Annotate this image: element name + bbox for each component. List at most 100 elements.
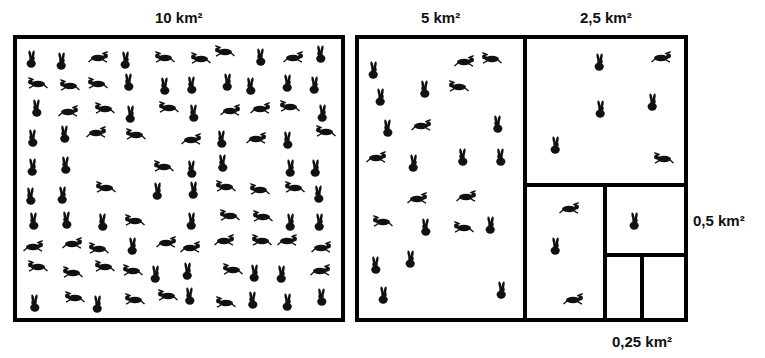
rabbit-icon — [316, 45, 325, 62]
rabbit-icon — [251, 102, 271, 113]
rabbit-icon — [448, 80, 468, 91]
rabbit-icon — [496, 148, 505, 165]
rabbit-icon — [246, 77, 255, 94]
rabbit-icon — [596, 100, 605, 117]
rabbit-icon — [286, 213, 295, 230]
rabbit-icon — [367, 151, 387, 162]
rabbit-icon — [217, 130, 226, 147]
rabbit-icon — [124, 293, 144, 304]
rabbit-icon — [315, 213, 324, 230]
rabbit-icon — [283, 293, 292, 310]
rabbit-icon — [315, 125, 335, 136]
rabbit-icon — [314, 185, 323, 202]
outer-square — [357, 37, 686, 320]
rabbit-icon — [551, 237, 560, 254]
rabbit-icon — [455, 55, 475, 66]
rabbit-icon — [27, 260, 47, 271]
rabbit-icon — [124, 73, 133, 90]
rabbit-icon — [153, 160, 173, 171]
rabbit-icon — [311, 264, 331, 275]
rabbit-icon — [222, 263, 242, 274]
rabbit-icon — [215, 234, 235, 245]
rabbit-icon — [486, 216, 495, 233]
rabbit-icon — [94, 102, 114, 113]
rabbit-icon — [379, 286, 388, 303]
rabbit-icon — [277, 265, 286, 282]
rabbit-icon — [32, 99, 41, 116]
rabbit-icon — [652, 51, 672, 62]
rabbit-icon — [121, 51, 130, 68]
rabbit-icon — [283, 74, 292, 91]
rabbit-icon — [311, 159, 320, 176]
rabbit-icon — [60, 125, 69, 142]
area-square: 5 km² — [355, 35, 527, 322]
rabbit-icon — [190, 52, 210, 63]
area-label: 2,5 km² — [580, 10, 632, 25]
rabbit-icon — [95, 181, 115, 192]
rabbit-icon — [189, 181, 198, 198]
area-grid — [357, 35, 688, 322]
rabbit-icon — [87, 77, 107, 88]
rabbit-icon — [189, 104, 198, 121]
rabbit-icon — [420, 80, 429, 97]
rabbit-icon — [62, 211, 71, 228]
rabbit-icon — [251, 234, 271, 245]
rabbit-icon — [630, 212, 639, 229]
rabbit-icon — [458, 148, 467, 165]
rabbit-icon — [59, 105, 79, 116]
area-square: 0,5 km² — [603, 183, 688, 257]
rabbit-icon — [160, 77, 169, 94]
area-square: 10 km² — [13, 35, 345, 322]
rabbit-icon — [250, 264, 259, 281]
rabbit-icon — [89, 51, 109, 62]
rabbit-icon — [219, 209, 239, 220]
rabbit-icon — [369, 61, 378, 78]
rabbit-icon — [457, 190, 477, 201]
rabbit-icon — [376, 88, 385, 105]
rabbit-icon — [421, 218, 430, 235]
rabbit-icon — [214, 45, 234, 56]
rabbit-icon — [595, 53, 604, 70]
rabbit-icon — [98, 213, 107, 230]
rabbit-icon — [64, 291, 84, 302]
rabbit-icon — [151, 265, 160, 282]
rabbit-icon — [94, 260, 114, 271]
rabbit-icon — [249, 183, 269, 194]
rabbit-icon — [383, 119, 392, 136]
rabbit-icon — [371, 256, 380, 273]
rabbit-icon — [28, 158, 37, 175]
rabbit-icon — [286, 159, 295, 176]
rabbit-icon — [187, 160, 196, 177]
rabbit-icon — [560, 202, 580, 213]
area-label: 0,5 km² — [693, 213, 745, 228]
rabbit-icon — [372, 215, 392, 226]
area-square: 2,5 km² — [523, 35, 688, 187]
rabbit-icon — [248, 291, 257, 308]
rabbit-icon — [58, 186, 67, 203]
rabbit-icon — [24, 240, 44, 251]
rabbit-icon — [185, 287, 194, 304]
area-label: 10 km² — [155, 10, 203, 25]
rabbit-icon — [61, 156, 70, 173]
rabbit-icon — [154, 51, 174, 62]
rabbit-icon — [59, 79, 79, 90]
rabbit-icon — [406, 250, 415, 267]
rabbit-icon — [310, 76, 319, 93]
rabbit-icon — [493, 115, 502, 132]
rabbit-icon — [221, 104, 241, 115]
rabbit-icon — [278, 234, 298, 245]
rabbit-icon — [284, 51, 304, 62]
rabbit-icon — [88, 242, 108, 253]
rabbit-icon — [157, 236, 177, 247]
rabbit-icon — [28, 129, 37, 146]
divider-line — [640, 255, 644, 322]
rabbit-icon — [653, 152, 673, 163]
rabbit-icon — [29, 212, 38, 229]
rabbit-icon — [215, 180, 235, 191]
rabbit-icon — [62, 266, 82, 277]
rabbit-icon — [182, 133, 202, 144]
rabbit-icon — [30, 294, 39, 311]
rabbit-icon — [157, 289, 177, 300]
rabbit-icon — [187, 212, 196, 229]
rabbit-icon — [223, 73, 232, 90]
